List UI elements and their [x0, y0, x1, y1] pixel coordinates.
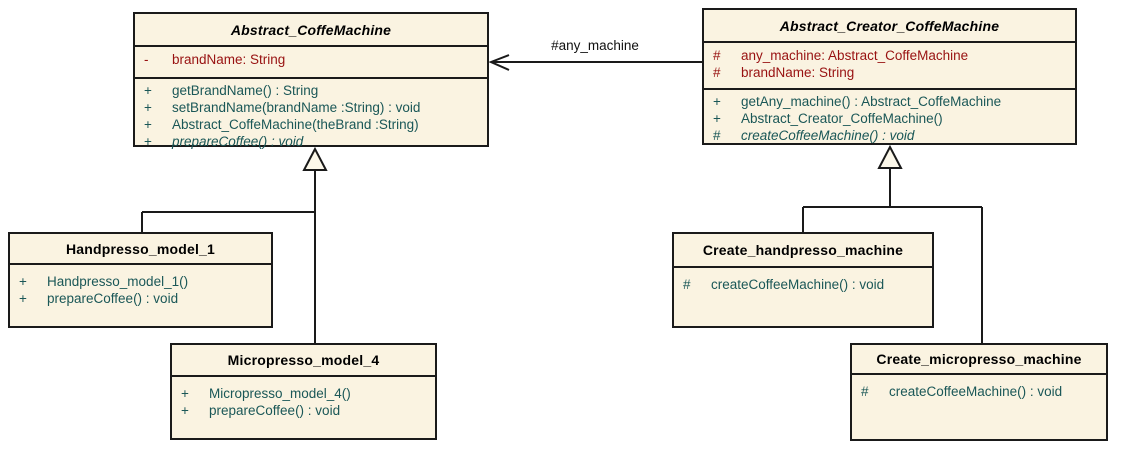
- visibility-symbol: +: [713, 111, 721, 126]
- class-title: Abstract_CoffeMachine: [135, 14, 487, 47]
- methods-compartment: + getAny_machine() : Abstract_CoffeMachin…: [704, 90, 1075, 144]
- methods-compartment: + Handpresso_model_1() + prepareCoffee() : …: [10, 265, 271, 326]
- member-text: createCoffeeMachine() : void: [741, 128, 915, 143]
- visibility-symbol: +: [19, 291, 27, 306]
- class-abstract-coffemachine[interactable]: Abstract_CoffeMachine - brandName: String…: [133, 12, 489, 150]
- method-row: + Micropresso_model_4(): [172, 385, 435, 402]
- visibility-symbol: +: [144, 100, 152, 115]
- visibility-symbol: +: [144, 83, 152, 98]
- member-text: Abstract_CoffeMachine(theBrand :String): [172, 117, 419, 132]
- attributes-compartment: # any_machine: Abstract_CoffeMachine # bran…: [704, 43, 1075, 90]
- visibility-symbol: +: [713, 94, 721, 109]
- class-title: Abstract_Creator_CoffeMachine: [704, 10, 1075, 43]
- class-create-micropresso-machine[interactable]: Create_micropresso_machine # createCoffee…: [850, 343, 1108, 441]
- method-row: + prepareCoffee() : void: [135, 133, 487, 150]
- class-create-handpresso-machine[interactable]: Create_handpresso_machine # createCoffeeM…: [672, 232, 934, 328]
- attribute-row: # any_machine: Abstract_CoffeMachine: [704, 47, 1075, 64]
- member-text: brandName: String: [172, 52, 286, 67]
- visibility-symbol: #: [683, 277, 691, 292]
- methods-compartment: + getBrandName() : String + setBrandName(br…: [135, 79, 487, 150]
- method-row: + Abstract_CoffeMachine(theBrand :String): [135, 116, 487, 133]
- visibility-symbol: #: [713, 65, 721, 80]
- visibility-symbol: +: [144, 117, 152, 132]
- method-row: # createCoffeeMachine() : void: [704, 127, 1075, 144]
- visibility-symbol: -: [144, 52, 149, 67]
- member-text: createCoffeeMachine() : void: [711, 277, 885, 292]
- methods-compartment: + Micropresso_model_4() + prepareCoffee() :…: [172, 377, 435, 438]
- method-row: + Handpresso_model_1(): [10, 273, 271, 290]
- method-row: + setBrandName(brandName :String) : void: [135, 99, 487, 116]
- class-title: Handpresso_model_1: [10, 234, 271, 265]
- member-text: createCoffeeMachine() : void: [889, 384, 1063, 399]
- class-abstract-creator-coffemachine[interactable]: Abstract_Creator_CoffeMachine # any_machi…: [702, 8, 1077, 145]
- member-text: prepareCoffee() : void: [172, 134, 304, 149]
- member-text: prepareCoffee() : void: [209, 403, 341, 418]
- method-row: + getBrandName() : String: [135, 82, 487, 99]
- visibility-symbol: #: [713, 128, 721, 143]
- visibility-symbol: #: [861, 384, 869, 399]
- visibility-symbol: +: [19, 274, 27, 289]
- member-text: getAny_machine() : Abstract_CoffeMachine: [741, 94, 1002, 109]
- attributes-compartment: - brandName: String: [135, 47, 487, 79]
- attribute-row: - brandName: String: [135, 51, 487, 68]
- method-row: + prepareCoffee() : void: [10, 290, 271, 307]
- visibility-symbol: +: [181, 403, 189, 418]
- association-any-machine-arrow: [488, 54, 702, 71]
- hollow-triangle-icon: [877, 144, 903, 169]
- generalization-right-connector: [802, 144, 983, 343]
- attribute-row: # brandName: String: [704, 64, 1075, 81]
- hollow-triangle-icon: [302, 146, 328, 171]
- member-text: any_machine: Abstract_CoffeMachine: [741, 48, 969, 63]
- class-title: Create_handpresso_machine: [674, 234, 932, 268]
- visibility-symbol: +: [144, 134, 152, 149]
- member-text: brandName: String: [741, 65, 855, 80]
- method-row: + Abstract_Creator_CoffeMachine(): [704, 110, 1075, 127]
- visibility-symbol: #: [713, 48, 721, 63]
- class-title: Create_micropresso_machine: [852, 345, 1106, 375]
- member-text: setBrandName(brandName :String) : void: [172, 100, 421, 115]
- generalization-left-connector: [141, 146, 328, 343]
- method-row: # createCoffeeMachine() : void: [852, 383, 1106, 400]
- class-micropresso-model-4[interactable]: Micropresso_model_4 + Micropresso_model_4…: [170, 343, 437, 440]
- class-handpresso-model-1[interactable]: Handpresso_model_1 + Handpresso_model_1()…: [8, 232, 273, 328]
- class-title: Micropresso_model_4: [172, 345, 435, 377]
- method-row: + getAny_machine() : Abstract_CoffeMachin…: [704, 93, 1075, 110]
- member-text: Micropresso_model_4(): [209, 386, 351, 401]
- methods-compartment: # createCoffeeMachine() : void: [674, 268, 932, 326]
- member-text: Handpresso_model_1(): [47, 274, 189, 289]
- methods-compartment: # createCoffeeMachine() : void: [852, 375, 1106, 439]
- association-label: #any_machine: [551, 38, 639, 53]
- member-text: prepareCoffee() : void: [47, 291, 179, 306]
- method-row: + prepareCoffee() : void: [172, 402, 435, 419]
- member-text: Abstract_Creator_CoffeMachine(): [741, 111, 943, 126]
- method-row: # createCoffeeMachine() : void: [674, 276, 932, 293]
- member-text: getBrandName() : String: [172, 83, 319, 98]
- visibility-symbol: +: [181, 386, 189, 401]
